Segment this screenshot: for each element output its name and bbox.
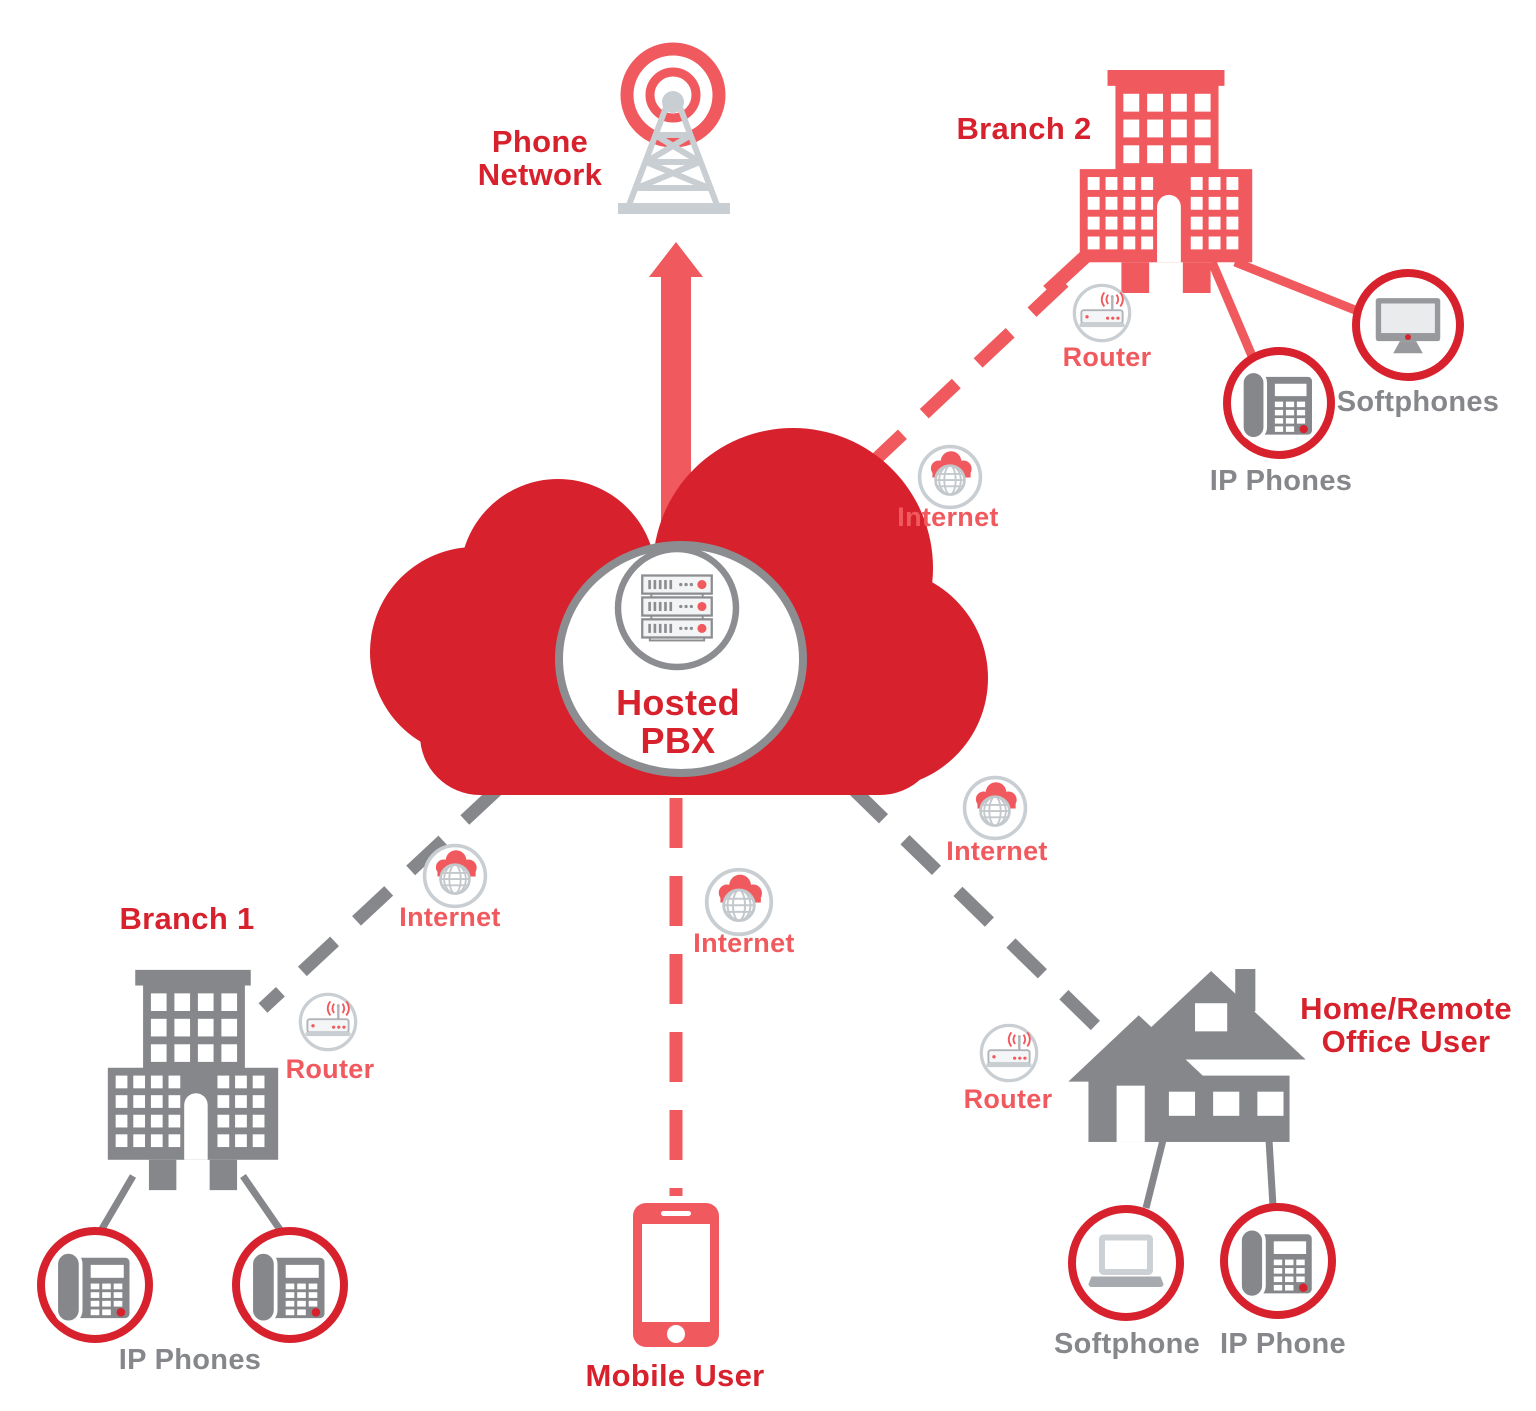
branch2-internet-label: Internet (897, 502, 999, 532)
branch2-router-icon (1072, 283, 1132, 343)
home-ip-phone-label: IP Phone (1220, 1328, 1346, 1360)
home-label-line2: Office User (1321, 1023, 1491, 1059)
link-home-softphone (1142, 1139, 1167, 1209)
link-branch1-ipphone-right (240, 1174, 286, 1236)
branch1-ip-phones-label: IP Phones (118, 1344, 262, 1376)
home-label-line1: Home/Remote (1300, 991, 1512, 1026)
mobile-internet-label: Internet (693, 928, 795, 958)
softphones-device (1352, 269, 1464, 381)
branch2-left-foot (1043, 250, 1091, 297)
branch1-router-label: Router (285, 1054, 375, 1084)
link-cloud-home (847, 783, 1103, 1033)
connector-lines (95, 242, 1362, 1236)
link-cloud-branch1 (258, 785, 502, 1013)
branch1-router-icon (298, 992, 358, 1052)
phone-network-label: Phone Network (477, 124, 603, 192)
branch2-internet-icon (917, 444, 983, 510)
home-internet-icon (962, 775, 1028, 841)
branch2-building-icon (1079, 70, 1253, 293)
home-label: Home/Remote Office User (1300, 991, 1512, 1059)
branch2-ip-phone-icon (1240, 369, 1314, 441)
branch2-ip-phones-label: IP Phones (1209, 465, 1353, 497)
home-ip-phone-device (1220, 1203, 1336, 1319)
branch2-router-label: Router (1062, 342, 1152, 372)
link-home-ipphone (1265, 1139, 1277, 1207)
home-softphone-device (1068, 1205, 1184, 1321)
branch2-label: Branch 2 (956, 111, 1092, 146)
link-branch2-ipphones (1207, 260, 1257, 358)
hosted-pbx-label-line2: PBX (640, 719, 716, 761)
phone-network-label-line1: Phone (491, 124, 589, 159)
phone-network-label-line2: Network (477, 156, 603, 192)
pbx-servers-icon (641, 574, 713, 642)
branch1-internet-label: Internet (399, 902, 501, 932)
home-ip-phone-icon (1238, 1226, 1314, 1300)
home-softphone-label: Softphone (1053, 1328, 1201, 1360)
branch1-ip-phone-right-device (232, 1227, 348, 1343)
branch1-label: Branch 1 (119, 901, 255, 936)
link-branch1-ipphone-left (95, 1174, 137, 1236)
softphones-label: Softphones (1336, 386, 1500, 418)
branch1-ip-phone-left-icon (54, 1250, 132, 1325)
home-house-icon (1068, 969, 1306, 1142)
home-internet-label: Internet (946, 836, 1048, 866)
branch1-building-icon (107, 969, 279, 1191)
mobile-user-label: Mobile User (585, 1358, 765, 1393)
phone-network-icon (618, 42, 730, 214)
branch1-ip-phone-left-device (37, 1227, 153, 1343)
home-router-icon (979, 1023, 1039, 1083)
link-branch2-softphones (1233, 257, 1362, 317)
mobile-phone-icon (633, 1203, 719, 1347)
branch2-ip-phones-device (1223, 347, 1335, 459)
home-router-label: Router (963, 1084, 1053, 1114)
hosted-pbx-badge (555, 541, 807, 777)
hosted-pbx-label-line1: Hosted (616, 682, 740, 723)
branch1-internet-icon (422, 843, 488, 909)
link-cloud-branch2 (851, 277, 1069, 483)
mobile-internet-icon (704, 867, 774, 937)
home-laptop-icon (1088, 1234, 1164, 1287)
hosted-pbx-label: Hosted PBX (616, 684, 740, 760)
branch1-ip-phone-right-icon (249, 1250, 327, 1325)
